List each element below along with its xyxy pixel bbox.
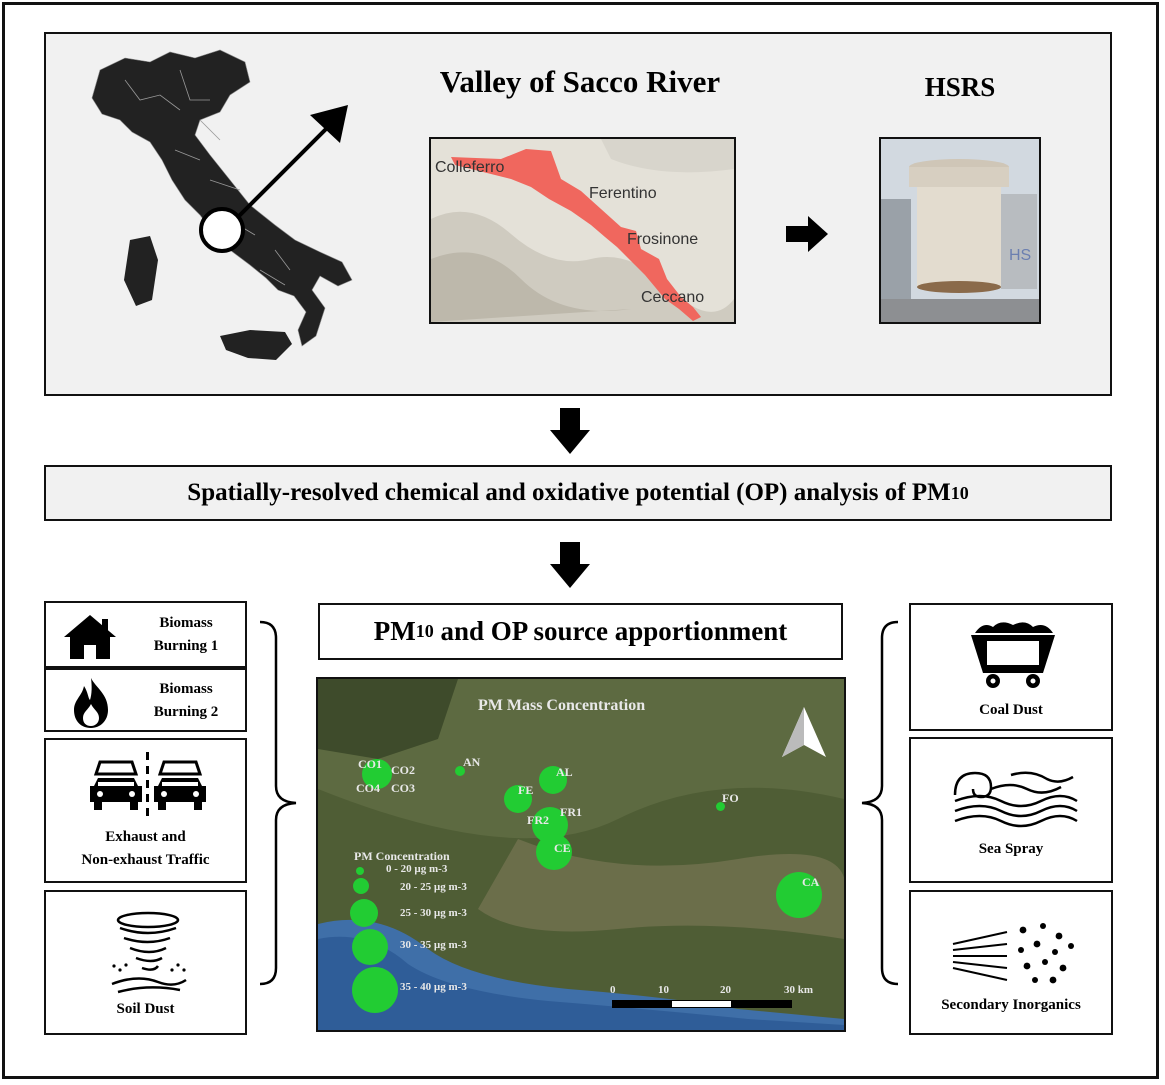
source-soil-dust: Soil Dust — [44, 890, 247, 1035]
flame-icon — [74, 678, 108, 728]
site-label: CA — [802, 875, 820, 889]
town-ferentino: Ferentino — [589, 185, 657, 202]
site-marker — [455, 766, 465, 776]
town-frosinone: Frosinone — [627, 231, 699, 248]
site-label: CO1 — [358, 757, 382, 771]
analysis-title-box: Spatially-resolved chemical and oxidativ… — [44, 465, 1112, 521]
down-arrow-icon — [550, 542, 590, 588]
source-label-line2: Burning 2 — [153, 704, 219, 720]
site-marker — [716, 802, 725, 811]
tornado-icon — [111, 911, 187, 994]
site-label: FR2 — [527, 813, 549, 827]
site-label: CE — [554, 841, 571, 855]
legend-label: 35 - 40 µg m-3 — [400, 981, 467, 993]
analysis-subscript: 10 — [950, 482, 969, 503]
source-label-line1: Exhaust and — [105, 829, 186, 845]
sampler-label: HS — [1009, 247, 1032, 264]
site-label: FE — [518, 783, 534, 797]
down-arrow-icon — [550, 408, 590, 454]
map-title: PM Mass Concentration — [478, 697, 646, 714]
right-brace — [861, 620, 899, 986]
scale-label: 20 — [720, 984, 731, 996]
site-marker — [776, 872, 822, 918]
source-label-line1: Secondary Inorganics — [941, 997, 1081, 1013]
source-traffic: Exhaust and Non-exhaust Traffic — [44, 738, 247, 883]
legend-label: 20 - 25 µg m-3 — [400, 881, 467, 893]
apportionment-sub: 10 — [415, 621, 434, 641]
valley-title: Valley of Sacco River — [439, 64, 721, 99]
site-label: CO4 — [356, 781, 380, 795]
right-arrow-icon — [786, 216, 828, 252]
left-brace — [259, 620, 297, 986]
source-label-line1: Coal Dust — [979, 702, 1043, 718]
legend-title: PM Concentration — [354, 849, 450, 863]
site-label: FR1 — [560, 805, 582, 819]
hsrs-title: HSRS — [924, 72, 996, 102]
site-label: AN — [463, 755, 481, 769]
scale-label: 10 — [658, 984, 669, 996]
site-label: FO — [722, 791, 739, 805]
site-marker — [504, 785, 532, 813]
source-label-line1: Biomass — [159, 615, 213, 631]
source-sea-spray: Sea Spray — [909, 737, 1113, 883]
legend-marker — [350, 899, 378, 927]
spray-particles-icon — [952, 923, 1074, 984]
legend-label: 25 - 30 µg m-3 — [400, 907, 467, 919]
source-label-line2: Burning 1 — [153, 638, 219, 654]
source-label-line1: Soil Dust — [116, 1001, 175, 1017]
legend-label: 0 - 20 µg m-3 — [386, 863, 448, 875]
coal-cart-icon — [971, 622, 1055, 688]
source-label-line2: Non-exhaust Traffic — [81, 852, 210, 868]
site-label: AL — [556, 765, 573, 779]
town-ceccano: Ceccano — [641, 289, 705, 306]
north-arrow-icon — [782, 707, 826, 757]
legend-marker — [356, 867, 364, 875]
valley-terrain — [431, 139, 734, 322]
analysis-title: Spatially-resolved chemical and oxidativ… — [187, 479, 951, 506]
source-biomass-burning-2: Biomass Burning 2 — [44, 668, 247, 732]
site-marker — [362, 759, 392, 789]
scale-bar — [612, 1000, 792, 1008]
legend-label: 30 - 35 µg m-3 — [400, 939, 467, 951]
location-arrow — [199, 105, 348, 253]
site-label: CO2 — [391, 763, 415, 777]
wave-icon — [953, 771, 1078, 828]
pm-concentration-map: PM Mass Concentration CO1 CO2 CO4 CO3 AN… — [316, 677, 846, 1032]
legend-marker — [352, 929, 388, 965]
italy-map-icon — [91, 49, 353, 360]
town-colleferro: Colleferro — [435, 159, 505, 176]
source-biomass-burning-1: Biomass Burning 1 — [44, 601, 247, 668]
satellite-terrain — [318, 679, 844, 1030]
site-marker — [539, 766, 567, 794]
scale-label: 0 — [610, 984, 616, 996]
valley-highlight — [451, 149, 701, 321]
legend-marker — [352, 967, 398, 1013]
apportionment-pm: PM — [373, 616, 416, 646]
source-secondary-inorganics: Secondary Inorganics — [909, 890, 1113, 1035]
legend-marker — [353, 878, 369, 894]
hsrs-photo: HS — [879, 137, 1041, 324]
site-marker — [536, 834, 572, 870]
house-icon — [64, 615, 116, 659]
source-label-line1: Sea Spray — [978, 841, 1044, 857]
valley-map: Colleferro Ferentino Frosinone Ceccano — [429, 137, 736, 324]
apportionment-rest: and OP source apportionment — [433, 616, 788, 646]
source-label-line1: Biomass — [159, 681, 213, 697]
source-coal-dust: Coal Dust — [909, 603, 1113, 731]
traffic-icon — [90, 752, 206, 816]
site-label: CO3 — [391, 781, 415, 795]
scale-label: 30 km — [784, 984, 814, 996]
